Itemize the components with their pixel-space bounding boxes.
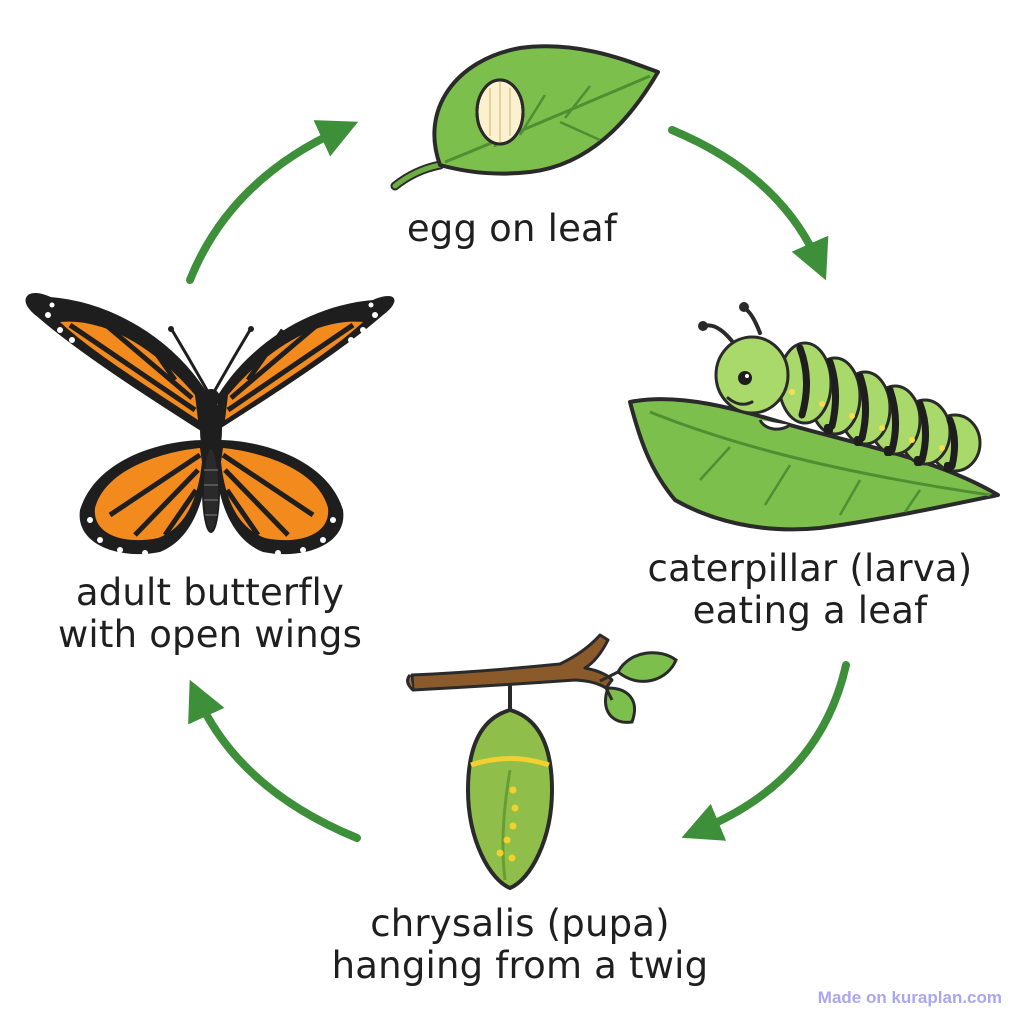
caterpillar-on-leaf-icon bbox=[628, 302, 1000, 532]
chrysalis-icon bbox=[465, 707, 555, 891]
egg-stage-label: egg on leaf bbox=[362, 208, 662, 250]
monarch-butterfly-icon bbox=[25, 293, 395, 556]
egg-label-line-1: egg on leaf bbox=[406, 207, 618, 250]
caterpillar-label-line-1: caterpillar (larva) bbox=[647, 547, 973, 590]
adult-stage-label: adult butterfly with open wings bbox=[20, 572, 400, 656]
chrysalis-label-line-2: hanging from a twig bbox=[331, 944, 709, 987]
watermark-link[interactable]: Made on kuraplan.com bbox=[817, 988, 1002, 1007]
arrow-egg-to-caterpillar bbox=[668, 126, 829, 281]
arrow-adult-to-egg bbox=[186, 120, 359, 284]
chrysalis-label-line-1: chrysalis (pupa) bbox=[370, 902, 670, 945]
adult-label-line-1: adult butterfly bbox=[75, 571, 345, 614]
cycle-arrows bbox=[186, 120, 850, 842]
caterpillar-stage-label: caterpillar (larva) eating a leaf bbox=[600, 548, 1020, 632]
arrow-chrysalis-to-adult bbox=[188, 679, 361, 842]
caterpillar-label-line-2: eating a leaf bbox=[692, 589, 928, 632]
chrysalis-on-twig-icon bbox=[406, 633, 678, 891]
caterpillar-icon bbox=[698, 302, 982, 473]
arrow-caterpillar-to-chrysalis bbox=[681, 661, 850, 841]
adult-label-line-2: with open wings bbox=[57, 613, 363, 656]
egg-icon bbox=[475, 78, 525, 146]
leaf-with-egg-icon bbox=[390, 44, 660, 191]
chrysalis-stage-label: chrysalis (pupa) hanging from a twig bbox=[300, 903, 740, 987]
